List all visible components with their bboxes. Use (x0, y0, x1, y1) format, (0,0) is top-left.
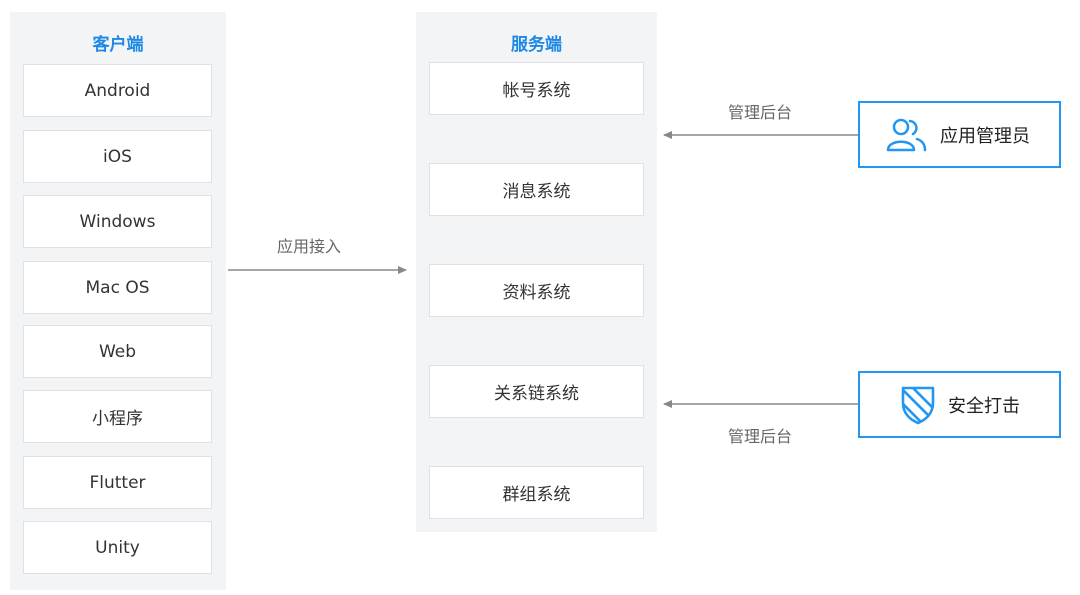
client-item-miniprogram: 小程序 (23, 390, 212, 443)
server-item-profile: 资料系统 (429, 264, 644, 317)
edge-label-app-access: 应用接入 (277, 237, 342, 256)
actor-security: 安全打击 (858, 371, 1061, 438)
users-icon (884, 113, 928, 157)
client-item-ios: iOS (23, 130, 212, 183)
client-item-windows: Windows (23, 195, 212, 248)
client-item-web: Web (23, 325, 212, 378)
actor-security-label: 安全打击 (948, 395, 1020, 417)
client-panel-title: 客户端 (92, 35, 144, 55)
actor-app-admin: 应用管理员 (858, 101, 1061, 168)
shield-icon (896, 383, 940, 427)
edge-label-admin-console-bottom: 管理后台 (728, 427, 793, 446)
client-item-macos: Mac OS (23, 261, 212, 314)
server-item-message: 消息系统 (429, 163, 644, 216)
server-item-relationship: 关系链系统 (429, 365, 644, 418)
client-item-android: Android (23, 64, 212, 117)
server-item-group: 群组系统 (429, 466, 644, 519)
server-panel-title: 服务端 (511, 35, 562, 55)
edge-label-admin-console-top: 管理后台 (728, 103, 793, 122)
actor-app-admin-label: 应用管理员 (940, 125, 1030, 147)
client-item-flutter: Flutter (23, 456, 212, 509)
client-item-unity: Unity (23, 521, 212, 574)
server-item-account: 帐号系统 (429, 62, 644, 115)
